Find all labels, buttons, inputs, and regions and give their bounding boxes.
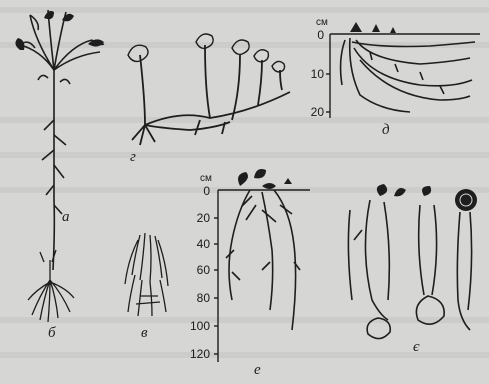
scale-d-unit: см (316, 18, 328, 28)
scale-e-tick-20: 20 (180, 212, 210, 224)
label-g: г (130, 150, 136, 165)
label-e: е (254, 363, 261, 378)
plant-d-shallow-roots (341, 38, 475, 112)
scale-d-tick-0: 0 (296, 29, 324, 41)
label-d: д (382, 123, 390, 138)
plant-d-shoots (350, 22, 396, 33)
scale-d-tick-20: 20 (296, 106, 324, 118)
label-v: в (141, 326, 148, 341)
scale-e-tick-60: 60 (180, 264, 210, 276)
plant-v-dense-fibrous (125, 233, 168, 316)
background-texture (0, 10, 489, 355)
scale-e-tick-80: 80 (180, 292, 210, 304)
scale-e-tick-100: 100 (180, 320, 210, 332)
plant-e-shoot (238, 169, 292, 189)
plant-b-fibrous (28, 250, 74, 322)
plant-e-deep-roots (226, 190, 300, 330)
label-a: а (62, 210, 70, 225)
label-ye: є (413, 340, 420, 355)
scale-d-tick-10: 10 (296, 68, 324, 80)
scale-e-tick-40: 40 (180, 238, 210, 250)
scale-e-tick-120: 120 (180, 348, 210, 360)
plant-a-taproot (20, 10, 104, 270)
label-b: б (48, 326, 56, 341)
scale-e-unit: см (200, 174, 212, 184)
scale-e-tick-0: 0 (180, 185, 210, 197)
